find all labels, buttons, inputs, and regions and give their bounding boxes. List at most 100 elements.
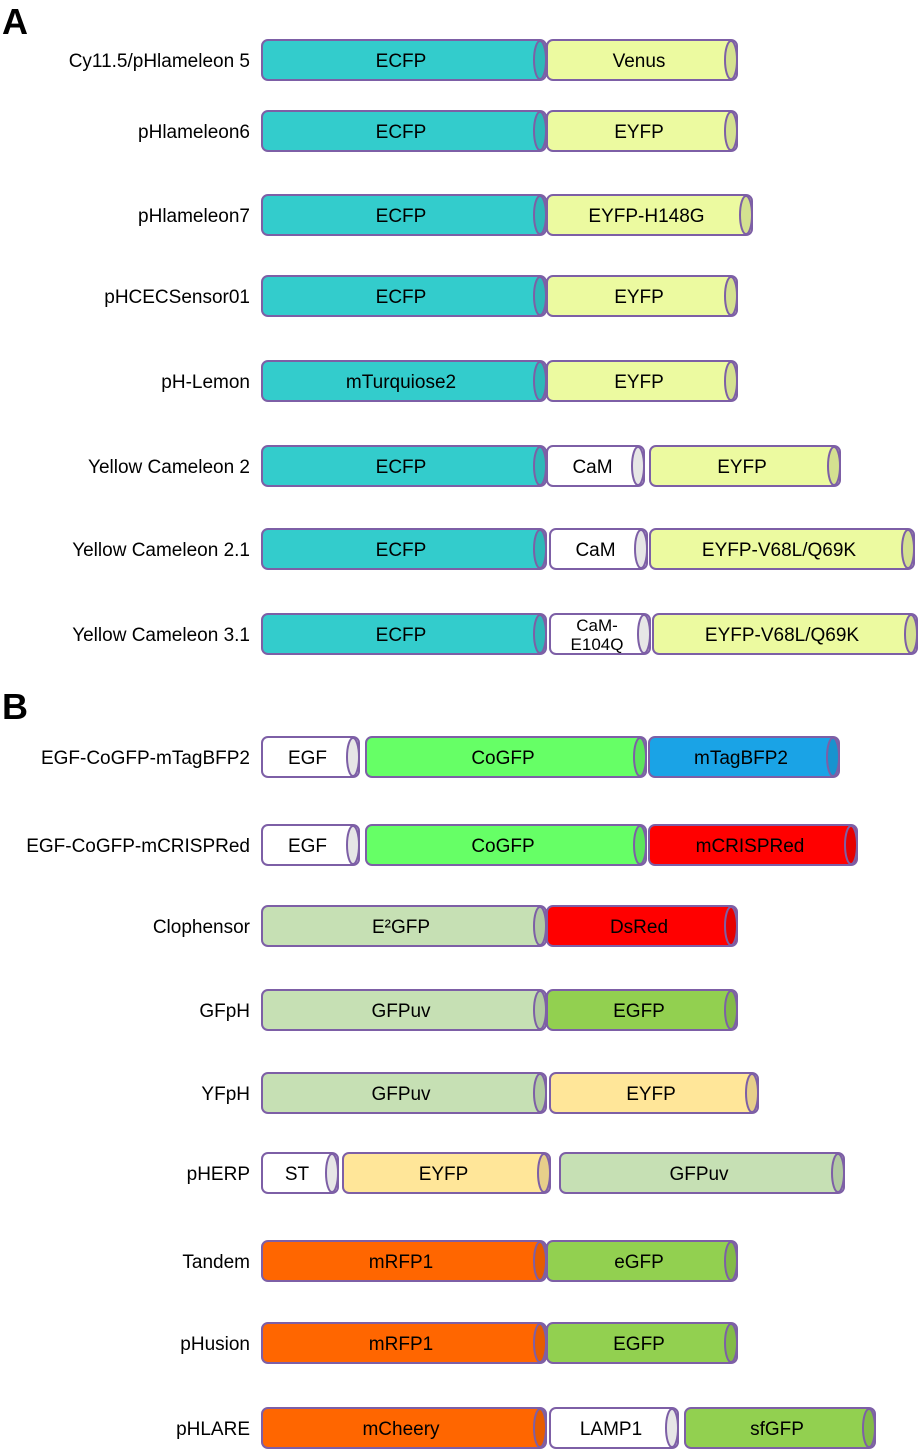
segment-label: ECFP [376,122,427,143]
segment-label: ECFP [376,206,427,227]
segment-label: mTurquiose2 [346,372,456,393]
segment-ecfp: ECFP [261,613,547,655]
construct-row-yellow-cameleon-2: Yellow Cameleon 2 ECFP CaM EYFP [88,445,841,487]
segment-label: EYFP [614,287,664,308]
segment-dsred: DsRed [546,905,738,947]
segment-end-cap [826,737,840,777]
segment-label: CoGFP [471,836,534,857]
segment-label: EGF [288,748,327,769]
segment-end-cap [745,1073,759,1113]
segment-label: EYFP [626,1084,676,1105]
segment-end-cap [724,361,738,401]
construct-label: Tandem [182,1252,250,1273]
segment-label: GFPuv [371,1001,431,1022]
segment-lamp1: LAMP1 [549,1407,679,1449]
segment-mtagbfp2: mTagBFP2 [648,736,840,778]
segment-end-cap [724,276,738,316]
construct-label: EGF-CoGFP-mTagBFP2 [41,748,250,769]
segment-label: ECFP [376,287,427,308]
construct-label: Yellow Cameleon 2 [88,457,250,478]
segment-end-cap [724,1323,738,1363]
segment-end-cap [533,614,547,654]
segment-end-cap [533,1408,547,1448]
segment-label: Venus [613,51,666,72]
segment-end-cap [533,195,547,235]
segment-label: ST [285,1164,310,1185]
segment-end-cap [533,990,547,1030]
segment-end-cap [724,111,738,151]
construct-label: pHCECSensor01 [104,287,250,308]
segment-end-cap [637,614,651,654]
segment-e-gfp: E²GFP [261,905,547,947]
segment-label: mCRISPRed [696,836,805,857]
construct-label: EGF-CoGFP-mCRISPRed [26,836,250,857]
panel-letter-b: B [2,686,28,727]
segment-label: CaM [575,540,615,561]
segment-ecfp: ECFP [261,528,547,570]
segment-label: ECFP [376,625,427,646]
segment-ecfp: ECFP [261,110,547,152]
segment-label: mTagBFP2 [694,748,788,769]
construct-label: Cy11.5/pHlameleon 5 [69,51,250,72]
segment-gfpuv: GFPuv [559,1152,845,1194]
segment-end-cap [533,1323,547,1363]
segment-ecfp: ECFP [261,445,547,487]
segment-label: EYFP-V68L/Q69K [705,625,860,646]
segment-eyfp: EYFP [546,275,738,317]
segment-label: DsRed [610,917,668,938]
segment-egf: EGF [261,824,360,866]
segment-end-cap [631,446,645,486]
segment-end-cap [533,276,547,316]
construct-label: YFpH [201,1084,250,1105]
segment-end-cap [904,614,918,654]
segment-label: LAMP1 [580,1419,642,1440]
segment-eyfp: EYFP [549,1072,759,1114]
segment-end-cap [533,446,547,486]
construct-row-phlameleon6: pHlameleon6 ECFP EYFP [138,110,738,152]
segment-st: ST [261,1152,339,1194]
segment-eyfp: EYFP [546,110,738,152]
segment-label: EYFP-V68L/Q69K [702,540,857,561]
construct-label: pHlameleon6 [138,122,250,143]
segment-label: GFPuv [371,1084,431,1105]
segment-end-cap [346,825,360,865]
construct-label: Yellow Cameleon 2.1 [72,540,250,561]
construct-label: pHusion [180,1334,250,1355]
segment-mturquiose2: mTurquiose2 [261,360,547,402]
segment-end-cap [831,1153,845,1193]
segment-egfp: EGFP [546,989,738,1031]
segment-end-cap [533,1241,547,1281]
segment-end-cap [901,529,915,569]
construct-row-phcecsensor01: pHCECSensor01 ECFP EYFP [104,275,738,317]
segment-end-cap [633,825,647,865]
segment-label: EYFP-H148G [588,206,704,227]
segment-eyfp: EYFP [342,1152,551,1194]
segment-egfp: EGFP [546,1322,738,1364]
segment-label: EYFP [614,122,664,143]
segment-label: sfGFP [750,1419,804,1440]
segment-mcheery: mCheery [261,1407,547,1449]
segment-label: mRFP1 [369,1252,433,1273]
segment-label: ECFP [376,540,427,561]
construct-row-egf-cogfp-mcrispred: EGF-CoGFP-mCRISPRed EGF CoGFP mCRISPRed [26,824,858,866]
construct-label: pH-Lemon [161,372,250,393]
segment-gfpuv: GFPuv [261,989,547,1031]
segment-label: EGF [288,836,327,857]
segment-end-cap [724,906,738,946]
construct-row-tandem: Tandem mRFP1 eGFP [182,1240,738,1282]
segment-end-cap [724,1241,738,1281]
segment-label: eGFP [614,1252,664,1273]
segment-end-cap [533,111,547,151]
segment-label: EYFP [717,457,767,478]
construct-row-yellow-cameleon-2-1: Yellow Cameleon 2.1 ECFP CaM EYFP-V68L/Q69K [72,528,915,570]
segment-end-cap [827,446,841,486]
segment-label: CaM [572,457,612,478]
segment-end-cap [533,1073,547,1113]
